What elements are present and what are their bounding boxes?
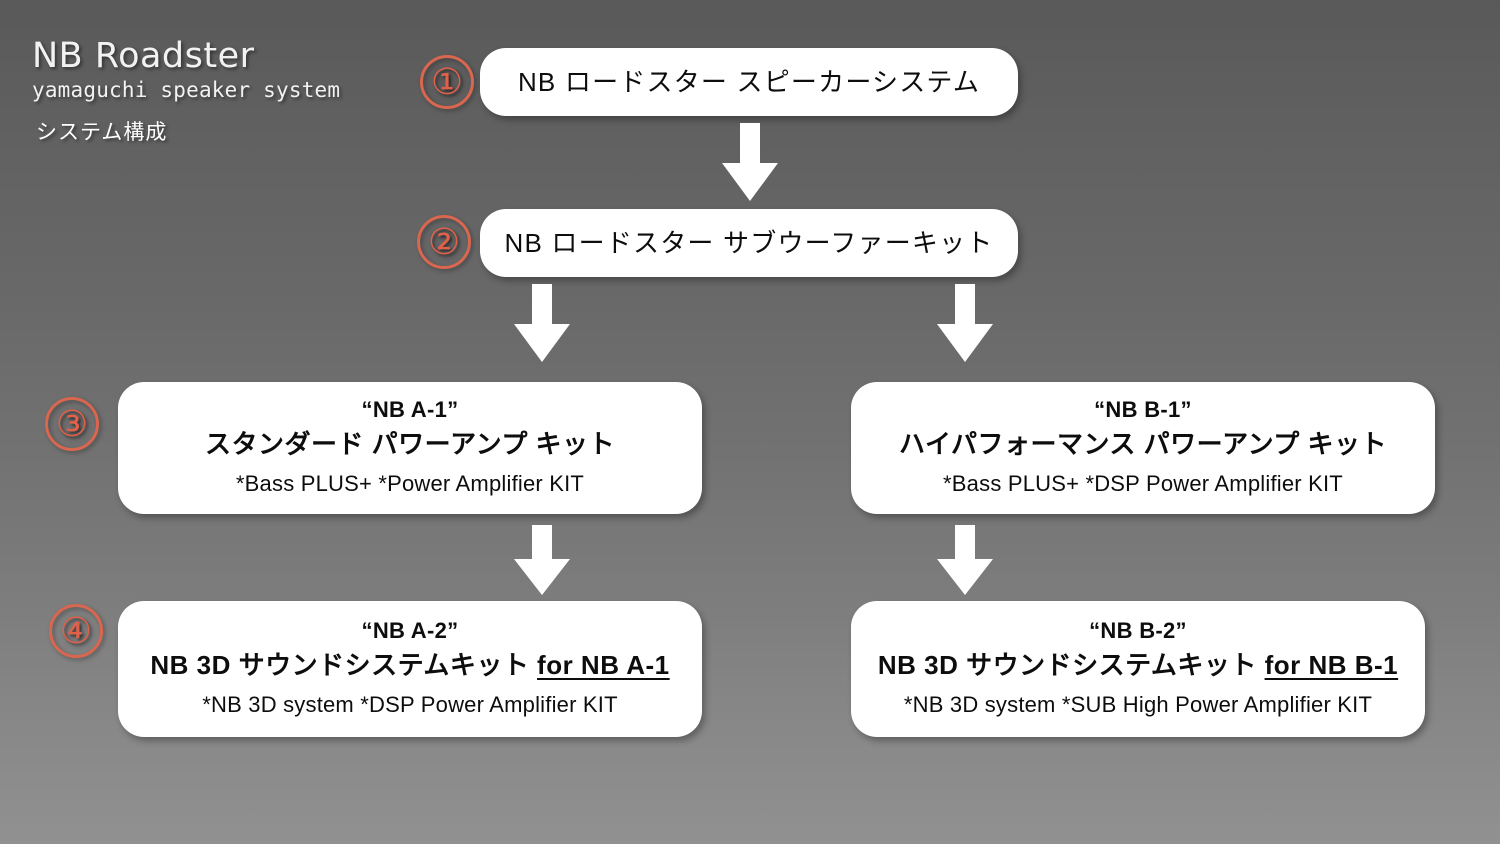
arrow-n3b-to-n4b — [937, 525, 993, 595]
step-marker-2: ② — [417, 215, 471, 269]
step-marker-3: ③ — [45, 397, 99, 451]
node-nb-a1-note: *Bass PLUS+ *Power Amplifier KIT — [235, 471, 585, 496]
arrow-n2-to-n3a — [514, 284, 570, 362]
node-nb-b2-title-emphasis: for NB B-1 — [1264, 650, 1399, 680]
node-nb-b1[interactable]: “NB B-1” ハイパフォーマンス パワーアンプ キット *Bass PLUS… — [851, 382, 1435, 514]
page-subtitle: yamaguchi speaker system — [32, 78, 341, 102]
step-marker-4: ④ — [49, 604, 103, 658]
arrow-n3a-to-n4a — [514, 525, 570, 595]
node-nb-b1-title: ハイパフォーマンス パワーアンプ キット — [898, 429, 1388, 459]
node-speaker-system-title: NB ロードスター スピーカーシステム — [517, 67, 981, 97]
title-block: NB Roadster yamaguchi speaker system システ… — [32, 36, 340, 145]
node-nb-b2-note: *NB 3D system *SUB High Power Amplifier … — [903, 692, 1373, 717]
arrow-n1-to-n2 — [722, 123, 778, 201]
step-marker-1: ① — [420, 55, 474, 109]
node-nb-b2-title: NB 3D サウンドシステムキット for NB B-1 — [878, 646, 1398, 684]
node-nb-a2-note: *NB 3D system *DSP Power Amplifier KIT — [202, 692, 618, 717]
node-nb-b1-note: *Bass PLUS+ *DSP Power Amplifier KIT — [943, 471, 1343, 496]
node-nb-a2-title: NB 3D サウンドシステムキット for NB A-1 — [150, 646, 669, 684]
node-nb-b2-code: “NB B-2” — [1089, 618, 1187, 643]
node-subwoofer-kit[interactable]: NB ロードスター サブウーファーキット — [480, 209, 1018, 277]
node-nb-a1-code: “NB A-1” — [361, 397, 459, 422]
node-subwoofer-kit-title: NB ロードスター サブウーファーキット — [504, 228, 994, 258]
node-nb-a2[interactable]: “NB A-2” NB 3D サウンドシステムキット for NB A-1 *N… — [118, 601, 702, 737]
node-nb-b2[interactable]: “NB B-2” NB 3D サウンドシステムキット for NB B-1 *N… — [851, 601, 1425, 737]
node-nb-b1-code: “NB B-1” — [1094, 397, 1192, 422]
node-nb-a2-title-main: NB 3D サウンドシステムキット — [150, 650, 538, 680]
page-title: NB Roadster — [32, 36, 255, 76]
node-nb-a2-title-emphasis: for NB A-1 — [537, 650, 670, 680]
node-speaker-system[interactable]: NB ロードスター スピーカーシステム — [480, 48, 1018, 116]
arrow-n2-to-n3b — [937, 284, 993, 362]
node-nb-a1[interactable]: “NB A-1” スタンダード パワーアンプ キット *Bass PLUS+ *… — [118, 382, 702, 514]
node-nb-b2-title-main: NB 3D サウンドシステムキット — [877, 650, 1265, 680]
page-caption: システム構成 — [36, 120, 168, 144]
node-nb-a2-code: “NB A-2” — [361, 618, 459, 643]
node-nb-a1-title: スタンダード パワーアンプ キット — [204, 429, 616, 459]
